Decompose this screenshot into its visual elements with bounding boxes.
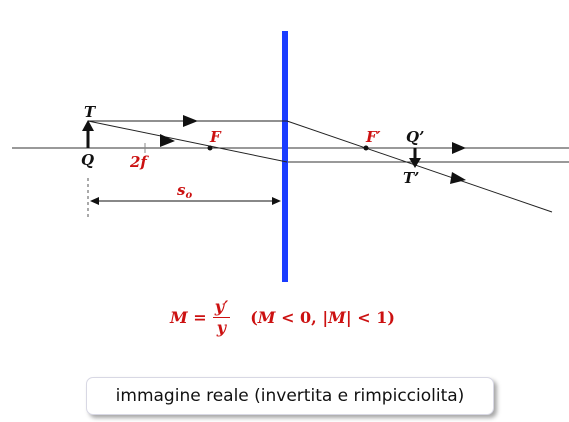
ray-arrow-icon — [452, 142, 466, 154]
ray-through-focus — [87, 120, 288, 163]
formula-lhs: M = — [170, 307, 207, 327]
caption-box: immagine reale (invertita e rimpicciolit… — [86, 377, 494, 415]
distance-arrow-left — [90, 197, 99, 205]
label-focus-left: F — [209, 128, 222, 146]
condition-open: ( — [250, 307, 258, 327]
ray-arrow-icon — [160, 134, 175, 147]
condition-lt1: | < 1) — [345, 307, 395, 327]
condition-lt0: < 0, | — [275, 307, 329, 327]
caption-text: immagine reale (invertita e rimpicciolit… — [115, 386, 465, 406]
label-object-distance-sub: o — [185, 190, 192, 201]
label-base-image: Q’ — [406, 128, 424, 146]
ray-arrow-icon — [450, 172, 466, 184]
formula-numerator: y′ — [212, 296, 231, 318]
label-focus-right: F′ — [365, 128, 381, 146]
label-top-image: T’ — [403, 169, 419, 187]
ray-refracted — [286, 120, 553, 213]
label-two-f: 2f — [129, 153, 149, 171]
distance-arrow-right — [272, 197, 281, 205]
ray-arrow-icon — [183, 115, 198, 127]
lens — [282, 31, 288, 282]
label-base-object: Q — [81, 151, 94, 169]
label-object-distance: so — [177, 181, 192, 201]
arrow-up-icon — [82, 120, 94, 131]
arrow-down-icon — [409, 158, 421, 168]
condition-m2: M — [328, 307, 346, 327]
formula-condition: (M < 0, |M| < 1) — [250, 308, 395, 327]
label-object-distance-main: s — [177, 181, 186, 199]
formula-fraction: y′ y — [212, 296, 231, 338]
magnification-formula: M = y′ y (M < 0, |M| < 1) — [170, 293, 450, 341]
label-top-object: T — [84, 103, 97, 121]
condition-m1: M — [257, 307, 276, 327]
focus-right-point — [363, 145, 369, 151]
formula-denominator: y — [216, 317, 227, 337]
focus-left-point — [207, 145, 213, 151]
